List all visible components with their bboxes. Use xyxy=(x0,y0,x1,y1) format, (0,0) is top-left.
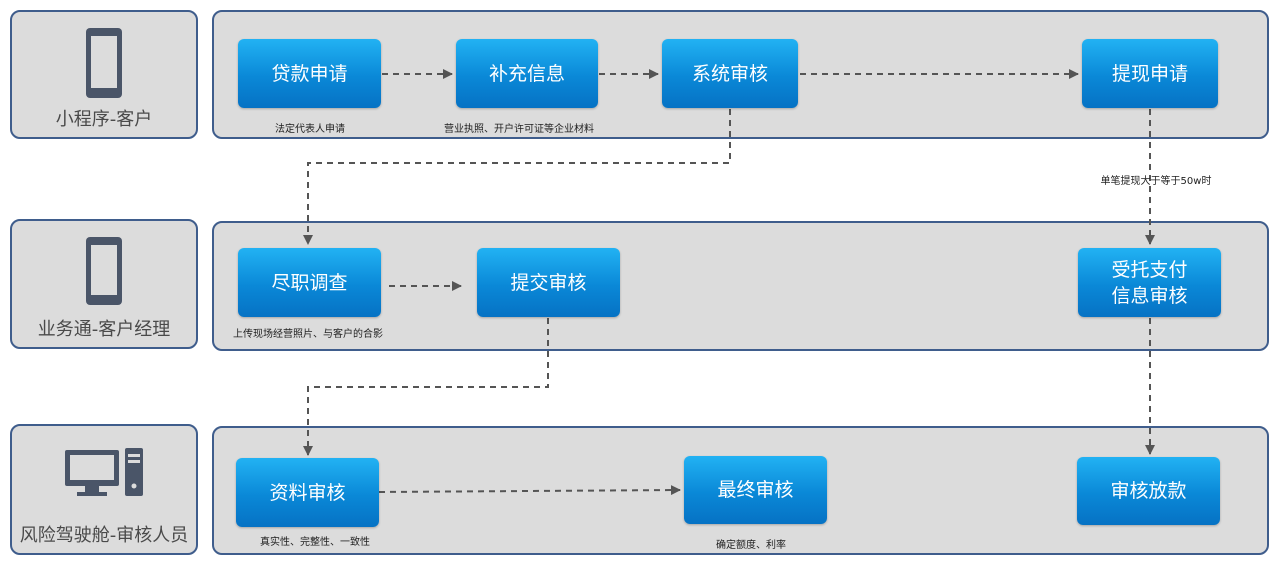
node-line: 受托支付 xyxy=(1111,258,1188,281)
arrow-material-to-final xyxy=(378,485,681,496)
node-line: 信息审核 xyxy=(1111,284,1188,307)
note-loan-apply: 法定代表人申请 xyxy=(275,124,345,135)
node-submit-review: 提交审核 xyxy=(477,248,620,317)
note-withdraw-condition: 单笔提现大于等于50w时 xyxy=(1100,176,1212,187)
lane-label-text: 小程序-客户 xyxy=(55,109,153,130)
phone-icon xyxy=(86,28,122,98)
node-supplement-info: 补充信息 xyxy=(456,39,598,108)
lane-label-reviewer: 风险驾驶舱-审核人员 xyxy=(10,424,198,555)
node-approve-loan: 审核放款 xyxy=(1077,457,1220,525)
node-entrusted-payment-review: 受托支付 信息审核 xyxy=(1078,248,1221,317)
note-supplement: 营业执照、开户许可证等企业材料 xyxy=(444,124,594,135)
note-final-review: 确定额度、利率 xyxy=(716,540,786,551)
node-withdraw-apply: 提现申请 xyxy=(1082,39,1218,108)
lane-label-text: 风险驾驶舱-审核人员 xyxy=(19,525,189,546)
note-due-diligence: 上传现场经营照片、与客户的合影 xyxy=(233,329,383,340)
lane-label-customer: 小程序-客户 xyxy=(10,10,198,139)
node-final-review: 最终审核 xyxy=(684,456,827,524)
arrow-submit-to-material xyxy=(303,318,549,456)
node-material-review: 资料审核 xyxy=(236,458,379,527)
node-loan-apply: 贷款申请 xyxy=(238,39,381,108)
arrow-system-to-duediligence xyxy=(303,109,731,245)
note-material-review: 真实性、完整性、一致性 xyxy=(260,537,370,548)
node-system-review: 系统审核 xyxy=(662,39,798,108)
phone-icon xyxy=(86,237,122,305)
lane-label-text: 业务通-客户经理 xyxy=(37,319,171,340)
lane-label-manager: 业务通-客户经理 xyxy=(10,219,198,349)
desktop-computer-icon xyxy=(65,448,143,496)
node-due-diligence: 尽职调查 xyxy=(238,248,381,317)
